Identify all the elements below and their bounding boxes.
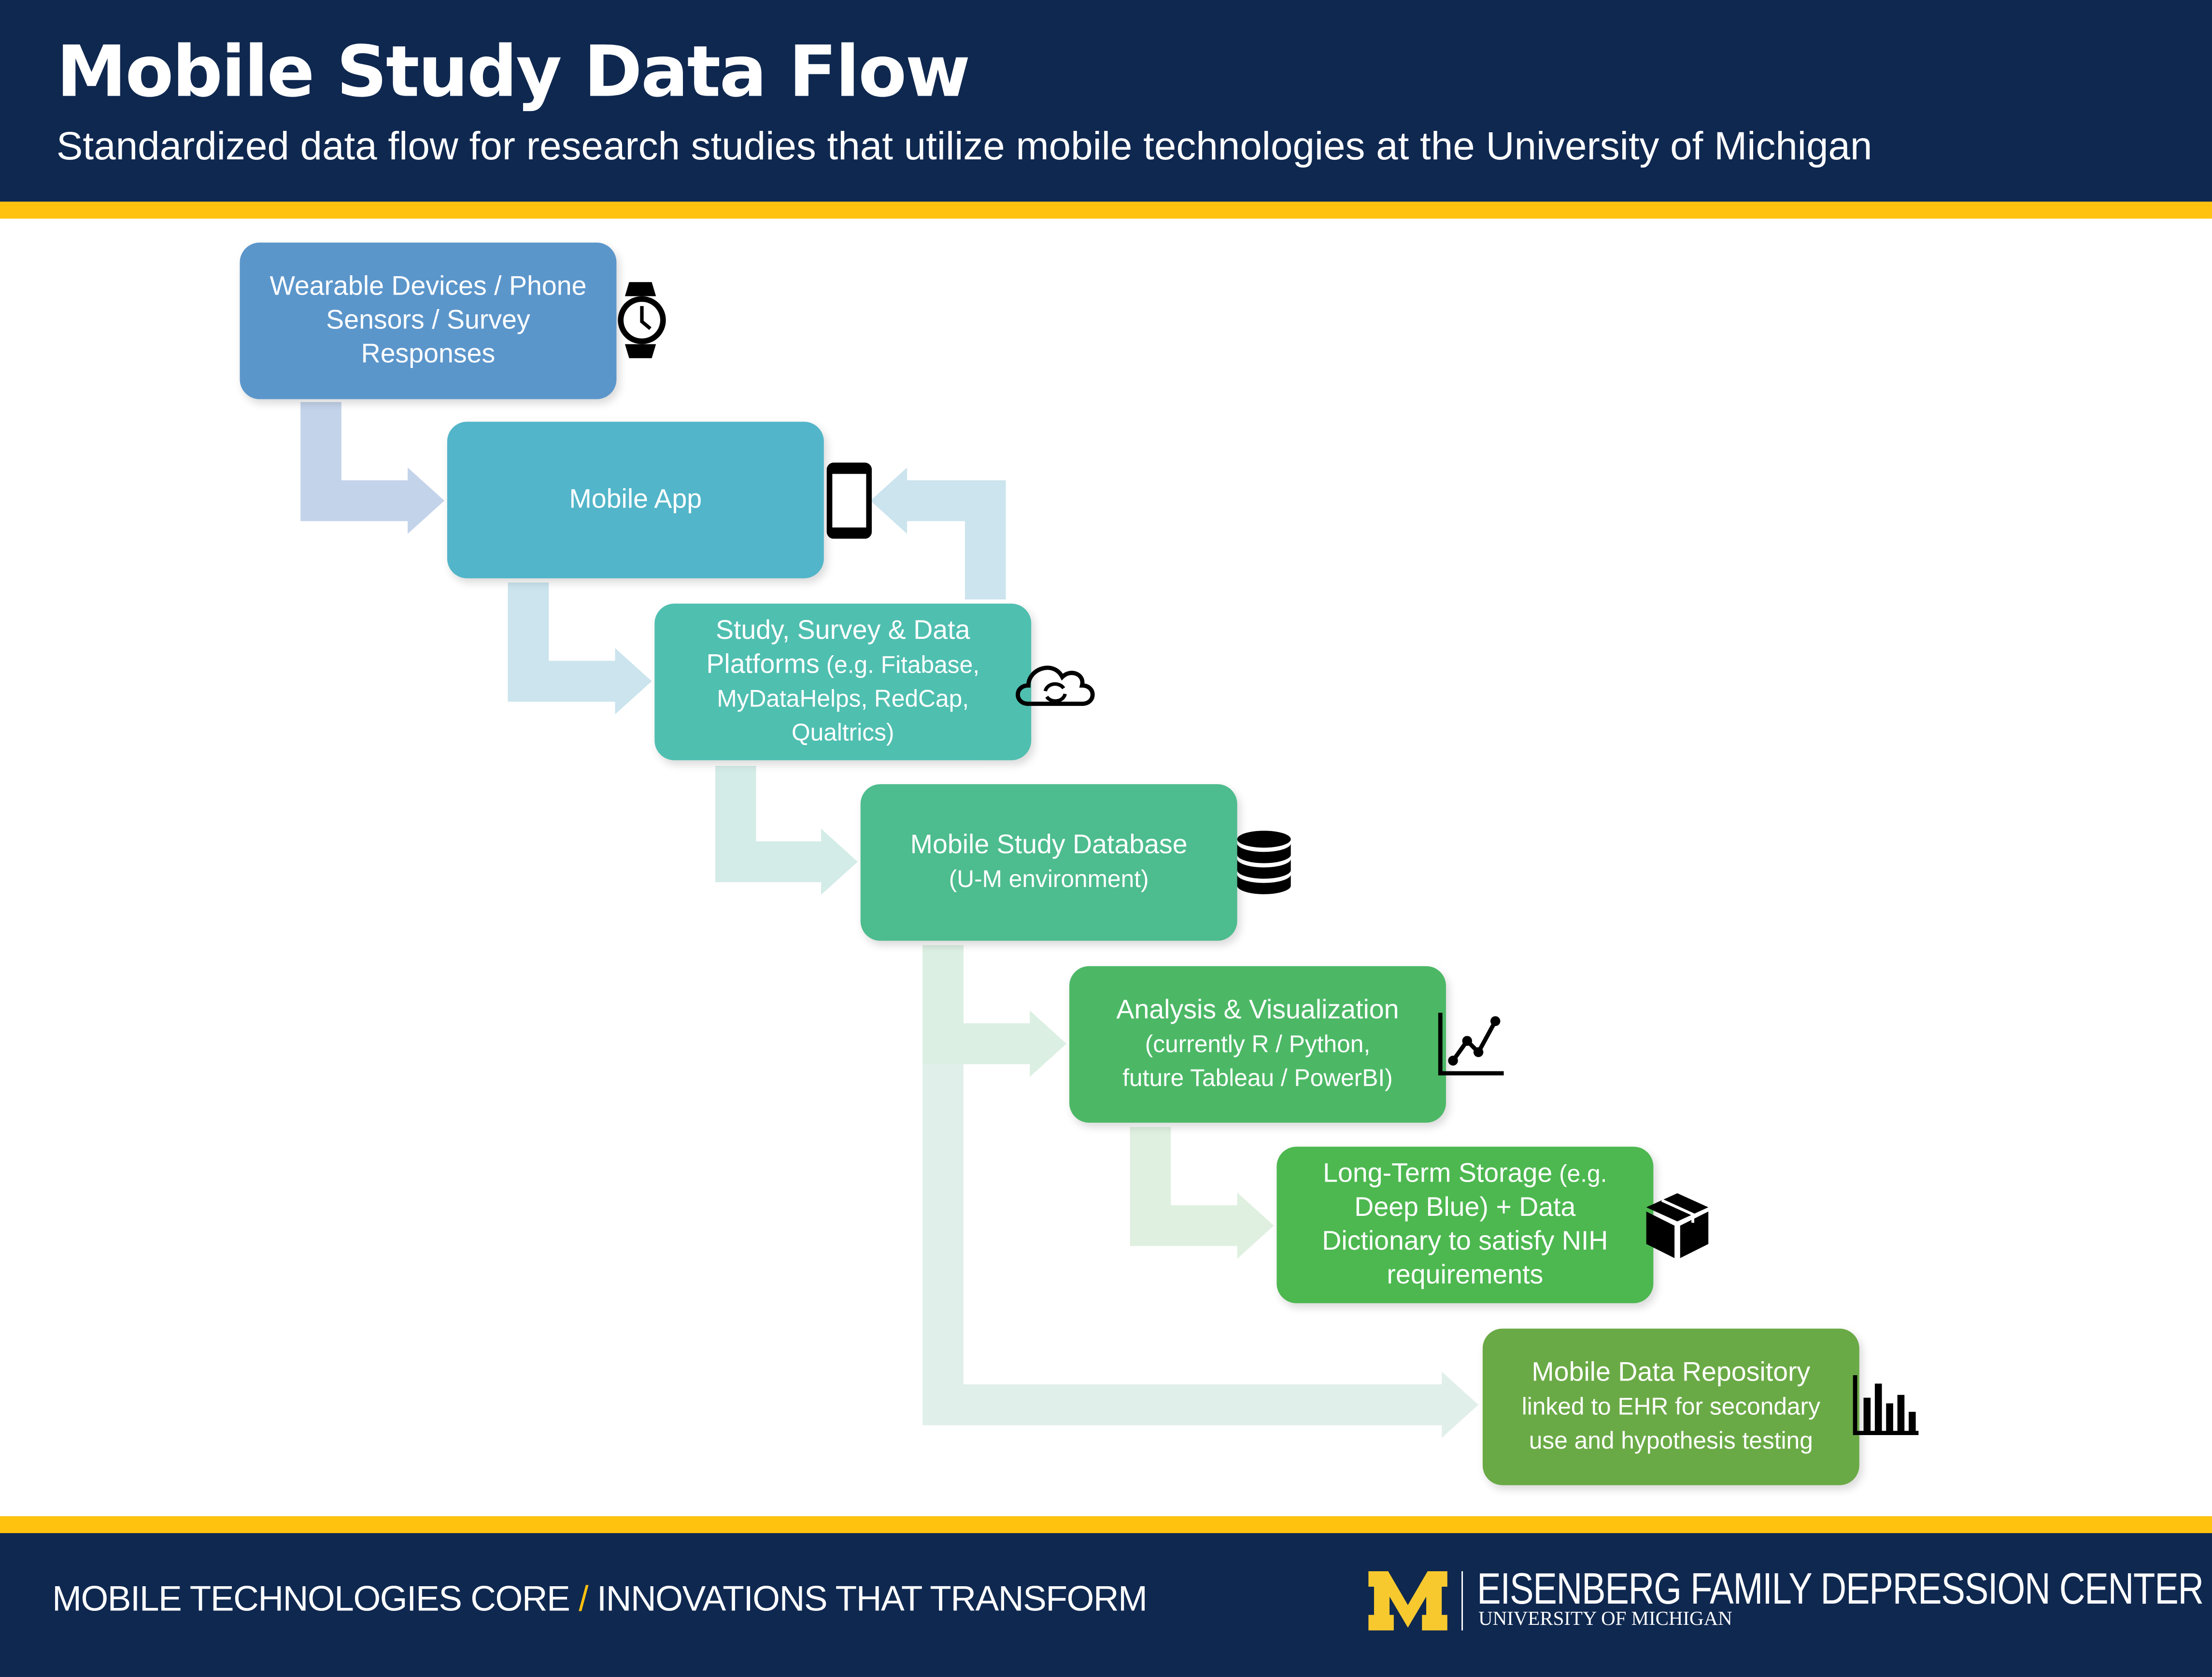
logo-divider xyxy=(1461,1571,1463,1631)
step-text: (currently R / Python, xyxy=(1145,1030,1371,1057)
footer-slogan: INNOVATIONS THAT TRANSFORM xyxy=(588,1579,1148,1620)
step-text: requirements xyxy=(1387,1260,1544,1290)
gold-divider-top xyxy=(0,201,2212,219)
page-subtitle: Standardized data flow for research stud… xyxy=(56,124,1872,168)
step-text: Deep Blue) + Data xyxy=(1354,1192,1576,1222)
bar-chart-icon xyxy=(1853,1375,1919,1436)
step-text: Platforms xyxy=(706,649,820,679)
step-text: use and hypothesis testing xyxy=(1529,1426,1813,1453)
arrow-to-analysis xyxy=(922,945,1067,1077)
step-analysis-visualization: Analysis & Visualization (currently R / P… xyxy=(1069,966,1446,1123)
step-text: Mobile Study Database xyxy=(910,830,1188,860)
block-m-logo xyxy=(1368,1571,1447,1631)
step-text: Sensors / Survey xyxy=(326,305,530,335)
step-text: Responses xyxy=(361,339,496,369)
footer-core-name: MOBILE TECHNOLOGIES CORE xyxy=(52,1579,579,1620)
arrow-platforms-to-app xyxy=(870,467,1006,600)
page-title: Mobile Study Data Flow xyxy=(56,31,971,113)
arrow-long-to-repository xyxy=(922,945,1479,1438)
org-name: EISENBERG FAMILY DEPRESSION CENTER xyxy=(1477,1564,2204,1614)
header-banner: Mobile Study Data Flow Standardized data… xyxy=(0,0,2212,202)
smartphone-icon xyxy=(826,463,872,539)
step-text: (e.g. Fitabase, xyxy=(819,650,980,678)
arrow-to-storage xyxy=(1130,1127,1274,1259)
step-text: MyDataHelps, RedCap, xyxy=(717,685,969,712)
step-text: Dictionary to satisfy NIH xyxy=(1322,1226,1608,1256)
step-text: Qualtrics) xyxy=(791,719,894,746)
arrow-to-platforms xyxy=(508,582,652,715)
step-mobile-app: Mobile App xyxy=(447,422,824,578)
org-university: UNIVERSITY OF MICHIGAN xyxy=(1478,1609,1732,1631)
cloud-sync-icon xyxy=(1016,665,1095,706)
step-text: (e.g. xyxy=(1552,1160,1607,1187)
step-mobile-data-repository: Mobile Data Repository linked to EHR for … xyxy=(1482,1328,1859,1485)
step-text: Mobile Data Repository xyxy=(1531,1357,1811,1387)
package-box-icon xyxy=(1646,1193,1709,1258)
step-text: future Tableau / PowerBI) xyxy=(1122,1064,1393,1091)
smartwatch-icon xyxy=(618,282,666,358)
step-long-term-storage: Long-Term Storage (e.g. Deep Blue) + Data… xyxy=(1276,1146,1654,1303)
step-text: Long-Term Storage xyxy=(1323,1158,1553,1188)
database-icon xyxy=(1237,831,1291,894)
arrow-to-database xyxy=(715,766,858,895)
footer-slash: / xyxy=(579,1579,588,1620)
step-text: Study, Survey & Data xyxy=(715,615,970,646)
gold-divider-bottom xyxy=(0,1516,2212,1534)
step-text: (U-M environment) xyxy=(949,865,1149,892)
footer-tagline: MOBILE TECHNOLOGIES CORE / INNOVATIONS T… xyxy=(52,1579,1148,1621)
step-text: Mobile App xyxy=(569,484,702,514)
step-mobile-study-database: Mobile Study Database (U-M environment) xyxy=(860,784,1237,941)
footer-banner: MOBILE TECHNOLOGIES CORE / INNOVATIONS T… xyxy=(0,1533,2212,1677)
arrow-to-mobile-app xyxy=(300,402,445,534)
line-chart-icon xyxy=(1438,1013,1504,1076)
step-text: Analysis & Visualization xyxy=(1116,995,1399,1025)
step-text: Wearable Devices / Phone xyxy=(269,271,587,301)
step-text: linked to EHR for secondary xyxy=(1521,1393,1820,1420)
